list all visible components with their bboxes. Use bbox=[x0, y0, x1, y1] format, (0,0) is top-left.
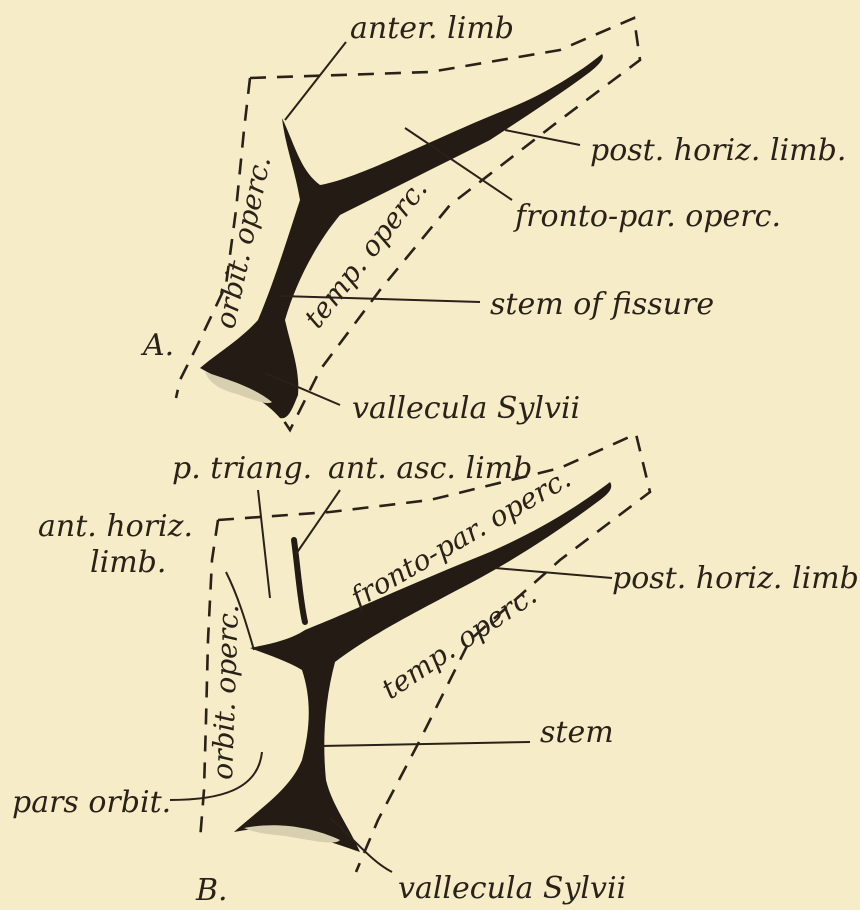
label-a-stem-of-fissure: stem of fissure bbox=[490, 287, 714, 322]
figure-b: p. triang. ant. asc. limb ant. horiz. li… bbox=[12, 434, 859, 908]
leader-a-anter-limb bbox=[285, 42, 346, 120]
figure-b-label: B. bbox=[195, 873, 228, 908]
figure-a: anter. limb post. horiz. limb. fronto-pa… bbox=[140, 11, 846, 430]
leader-b-post-horiz bbox=[495, 568, 612, 578]
leader-b-stem bbox=[320, 742, 530, 746]
label-b-p-triang: p. triang. bbox=[172, 451, 312, 486]
leader-b-ant-asc bbox=[296, 490, 340, 554]
label-b-post-horiz-limb: post. horiz. limb bbox=[612, 561, 859, 596]
label-a-anter-limb: anter. limb bbox=[350, 11, 514, 46]
leader-b-vallecula bbox=[330, 818, 392, 872]
figure-a-label: A. bbox=[140, 328, 174, 363]
label-b-orbit-operc: orbit. operc. bbox=[206, 604, 245, 781]
label-b-stem: stem bbox=[540, 715, 614, 750]
leader-a-post-horiz bbox=[505, 130, 580, 145]
label-b-ant-horiz-line2: limb. bbox=[90, 545, 166, 580]
label-b-ant-asc-limb: ant. asc. limb bbox=[328, 451, 532, 486]
label-b-pars-orbit: pars orbit. bbox=[12, 785, 171, 820]
figure-b-ant-asc-limb bbox=[294, 540, 305, 622]
leader-b-p-triang bbox=[258, 490, 270, 598]
label-a-post-horiz-limb: post. horiz. limb. bbox=[590, 133, 846, 168]
label-a-vallecula-sylvii: vallecula Sylvii bbox=[352, 391, 580, 426]
label-b-ant-horiz-line1: ant. horiz. bbox=[38, 509, 193, 544]
label-b-vallecula-sylvii: vallecula Sylvii bbox=[398, 871, 626, 906]
label-a-fronto-par-operc: fronto-par. operc. bbox=[513, 199, 781, 234]
